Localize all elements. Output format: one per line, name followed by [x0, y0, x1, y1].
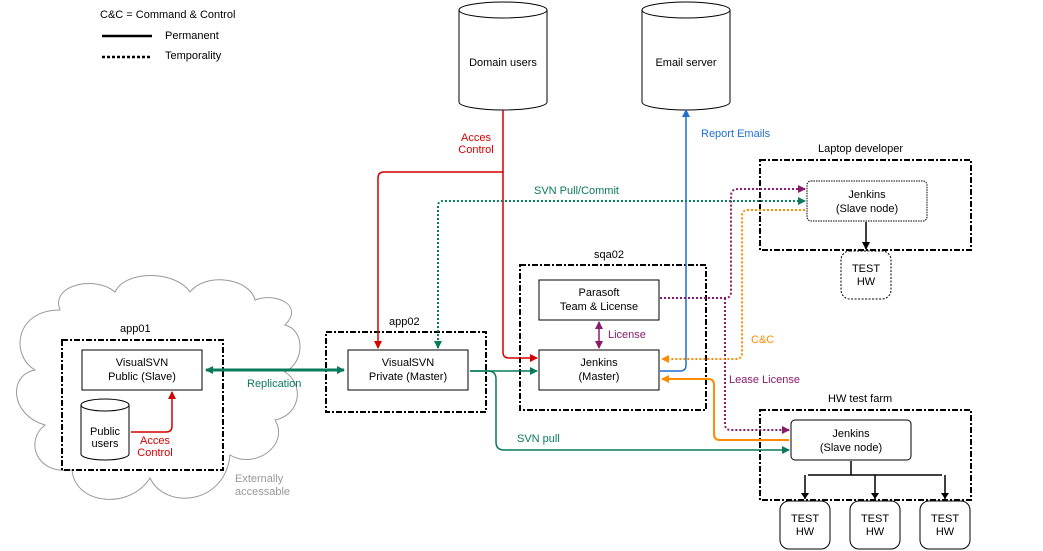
jenkins-laptop-node: Jenkins (Slave node) [806, 180, 928, 222]
edge-acces-control-to-private-svn [374, 110, 504, 349]
label-lease-license: Lease License [729, 374, 800, 386]
visualsvn-private-line1: VisualSVN [382, 357, 434, 369]
cloud-label-line1: Externally [235, 473, 284, 485]
parasoft-line2: Team & License [560, 301, 638, 313]
email-server-label: Email server [655, 57, 716, 69]
test-hw-farm-3-line2: HW [936, 526, 955, 538]
group-app01-label: app01 [120, 323, 151, 335]
visualsvn-public-line2: Public (Slave) [108, 371, 176, 383]
visualsvn-public-line1: VisualSVN [116, 357, 168, 369]
test-hw-farm-3: TEST HW [919, 500, 971, 550]
parasoft-node: Parasoft Team & License [538, 279, 660, 321]
domain-users-database: Domain users [458, 1, 548, 111]
test-hw-farm-2-line1: TEST [861, 513, 889, 525]
label-acces-control-public-line2: Control [137, 447, 172, 459]
test-hw-farm-1: TEST HW [779, 500, 831, 550]
label-svn-pull: SVN pull [517, 433, 560, 445]
label-license: License [608, 329, 646, 341]
visualsvn-private-node: VisualSVN Private (Master) [347, 349, 469, 391]
visualsvn-public-node: VisualSVN Public (Slave) [81, 349, 203, 391]
label-svn-pull-commit: SVN Pull/Commit [534, 185, 619, 197]
edge-svn-pull [470, 370, 790, 454]
domain-users-label: Domain users [469, 57, 537, 69]
edge-cc-laptop [661, 209, 805, 363]
legend: C&C = Command & Control Permanent Tempor… [100, 9, 235, 62]
jenkins-master-line1: Jenkins [580, 357, 618, 369]
jenkins-laptop-line1: Jenkins [848, 189, 886, 201]
legend-permanent-label: Permanent [165, 30, 219, 42]
cloud-label-line2: accessable [235, 486, 290, 498]
label-acces-control-top-line1: Acces [461, 132, 491, 144]
jenkins-master-node: Jenkins (Master) [538, 349, 660, 391]
group-sqa02-label: sqa02 [594, 249, 624, 261]
test-hw-farm-1-line2: HW [796, 526, 815, 538]
jenkins-farm-node: Jenkins (Slave node) [790, 419, 912, 461]
public-users-database: Public users [80, 398, 130, 461]
legend-title: C&C = Command & Control [100, 9, 235, 21]
label-cc: C&C [751, 334, 774, 346]
label-report-emails: Report Emails [701, 128, 771, 140]
test-hw-farm-3-line1: TEST [931, 513, 959, 525]
email-server-database: Email server [641, 1, 731, 111]
group-laptop-label: Laptop developer [818, 143, 903, 155]
edge-public-users-to-public-svn [131, 391, 176, 433]
jenkins-laptop-line2: (Slave node) [836, 203, 898, 215]
jenkins-farm-line2: (Slave node) [820, 442, 882, 454]
label-replication: Replication [247, 378, 301, 390]
group-hw-farm-label: HW test farm [828, 393, 892, 405]
test-hw-laptop-line1: TEST [852, 263, 880, 275]
legend-temporary-label: Temporality [165, 50, 222, 62]
edge-acces-control-to-jenkins [502, 172, 538, 362]
public-users-label-line1: Public [90, 426, 120, 438]
edge-report-emails [660, 109, 690, 372]
test-hw-laptop: TEST HW [840, 250, 892, 300]
visualsvn-private-line2: Private (Master) [369, 371, 447, 383]
parasoft-line1: Parasoft [579, 287, 620, 299]
test-hw-farm-2: TEST HW [849, 500, 901, 550]
edge-cc-farm [661, 375, 789, 441]
jenkins-master-line2: (Master) [579, 371, 620, 383]
label-acces-control-top-line2: Control [458, 144, 493, 156]
group-app02-label: app02 [389, 316, 420, 328]
edge-lease-license-laptop [660, 185, 806, 299]
test-hw-farm-1-line1: TEST [791, 513, 819, 525]
edge-farm-arrowheads [801, 493, 949, 499]
label-acces-control-public-line1: Acces [140, 435, 170, 447]
edge-lease-license-farm [724, 298, 790, 434]
edge-farm-bus [804, 461, 946, 499]
group-app01 [61, 339, 224, 471]
group-hw-farm [759, 409, 972, 501]
test-hw-farm-2-line2: HW [866, 526, 885, 538]
public-users-label-line2: users [92, 438, 119, 450]
edge-svn-pull-commit [434, 197, 806, 349]
test-hw-laptop-line2: HW [857, 276, 876, 288]
jenkins-farm-line1: Jenkins [832, 428, 870, 440]
